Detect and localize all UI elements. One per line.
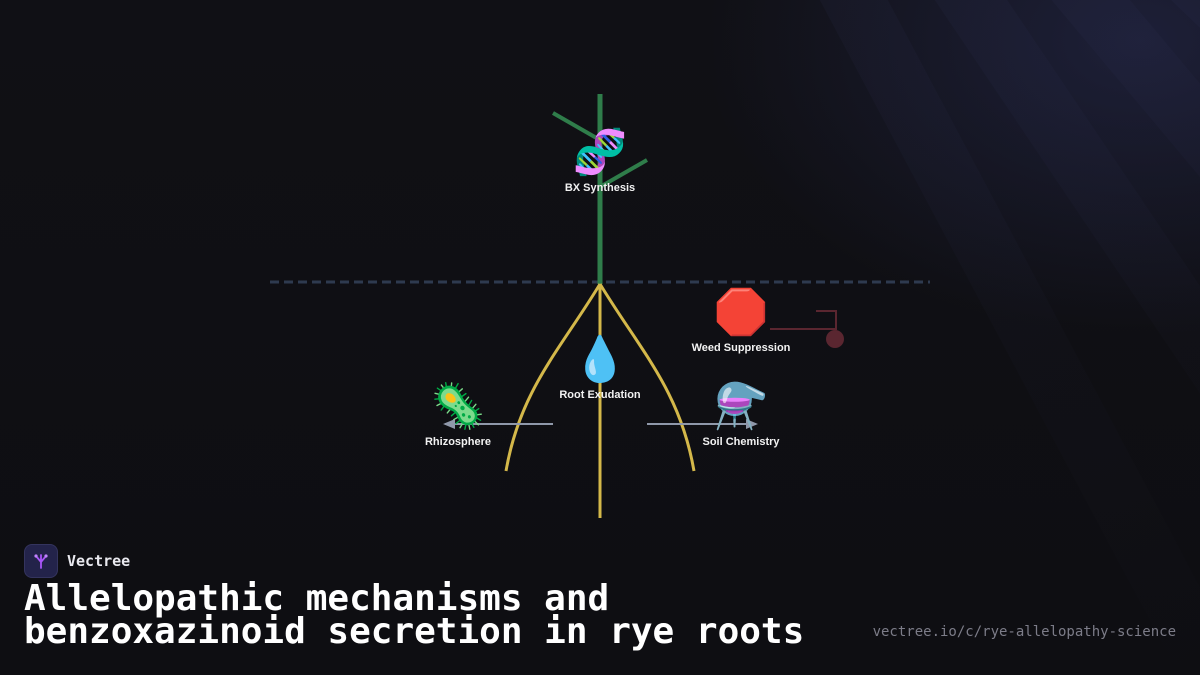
node-weed-suppression: 🛑 Weed Suppression [691,287,791,355]
leaf-right [599,158,648,189]
dna-icon: 🧬 [572,127,628,178]
inhibition-connector [770,310,837,330]
microbe-icon: 🦠 [430,381,486,432]
stop-sign-icon: 🛑 [713,287,769,338]
node-label: Root Exudation [559,389,641,401]
node-label: Soil Chemistry [702,436,780,448]
node-root-exudation: 💧 Root Exudation [559,334,641,402]
brand-name: Vectree [67,552,131,570]
title-line-1: Allelopathic mechanisms and [24,578,610,619]
node-label: BX Synthesis [564,182,636,194]
root-right [598,283,696,472]
leaf-left [552,111,601,142]
root-left [504,283,602,472]
node-label: Rhizosphere [424,436,492,448]
node-label: Weed Suppression [691,342,791,354]
flask-icon: ⚗️ [713,381,769,432]
node-soil-chemistry: ⚗️ Soil Chemistry [702,381,780,449]
node-bx-synthesis: 🧬 BX Synthesis [564,127,636,195]
source-url: vectree.io/c/rye-allelopathy-science [872,624,1176,640]
brand: Vectree [24,544,130,578]
title-line-2: benzoxazinoid secretion in rye roots [24,611,805,652]
page-title: Allelopathic mechanisms and benzoxazinoi… [24,581,804,650]
inhibition-dot [826,330,844,348]
node-rhizosphere: 🦠 Rhizosphere [424,381,492,449]
branching-tree-icon [24,544,58,578]
droplet-icon: 💧 [572,334,628,385]
